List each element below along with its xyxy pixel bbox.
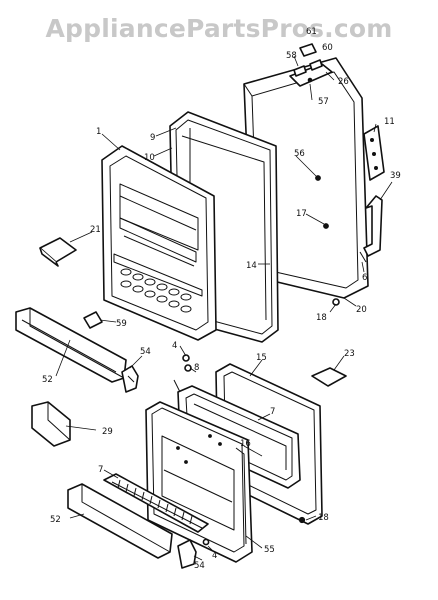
- egg-cups: [120, 268, 192, 313]
- callout-10: 10: [144, 153, 155, 163]
- middle-hinge-upper: [121, 365, 139, 393]
- callout-4-upper: 4: [172, 341, 177, 351]
- callout-52-upper: 52: [42, 375, 53, 385]
- callout-18-lower: 18: [318, 513, 329, 523]
- callout-23: 23: [344, 349, 355, 359]
- bottom-hinge: [177, 538, 210, 569]
- lower-bin-small: [31, 401, 71, 447]
- callout-9: 9: [150, 133, 155, 143]
- callout-59: 59: [116, 319, 127, 329]
- callout-labels: 1 9 10 21 59 52 54 4 8 29 7 52 54 4 55 1…: [42, 27, 401, 571]
- callout-60: 60: [322, 43, 333, 53]
- callout-15: 15: [256, 353, 267, 363]
- shelf-bin-small: [39, 237, 77, 267]
- callout-11: 11: [384, 117, 395, 127]
- upper-door-inner-liner: [101, 145, 217, 341]
- callout-29: 29: [102, 427, 113, 437]
- upper-trim-bar: [15, 307, 127, 383]
- callout-52-lower: 52: [50, 515, 61, 525]
- callout-6: 6: [362, 273, 367, 283]
- callout-55: 55: [264, 545, 275, 555]
- callout-56: 56: [294, 149, 305, 159]
- callout-54-lower: 54: [194, 561, 205, 571]
- callout-8: 8: [194, 363, 199, 373]
- trim-strip: [363, 125, 385, 181]
- callout-21: 21: [90, 225, 101, 235]
- callout-61: 61: [306, 27, 317, 37]
- bottom-grille: [103, 473, 209, 533]
- callout-18-upper: 18: [316, 313, 327, 323]
- callout-1: 1: [96, 127, 101, 137]
- screws: [173, 354, 192, 393]
- callout-20: 20: [356, 305, 367, 315]
- callout-58: 58: [286, 51, 297, 61]
- callout-14: 14: [246, 261, 257, 271]
- watermark-logo: AppliancePartsPros.com: [45, 14, 393, 43]
- lower-trim-bar: [67, 483, 173, 559]
- top-hinge-assembly: [289, 43, 333, 87]
- leader-lines: [55, 55, 393, 561]
- lower-bracket: [311, 367, 347, 387]
- callout-16: 16: [240, 439, 251, 449]
- callout-4-lower: 4: [212, 551, 217, 561]
- callout-54-upper: 54: [140, 347, 151, 357]
- callout-17: 17: [296, 209, 307, 219]
- clip: [83, 311, 103, 329]
- callout-39: 39: [390, 171, 401, 181]
- callout-26: 26: [338, 77, 349, 87]
- callout-7-lower: 7: [98, 465, 103, 475]
- callout-7-gasket: 7: [270, 407, 275, 417]
- callout-57: 57: [318, 97, 329, 107]
- upper-door-handle: [359, 195, 383, 263]
